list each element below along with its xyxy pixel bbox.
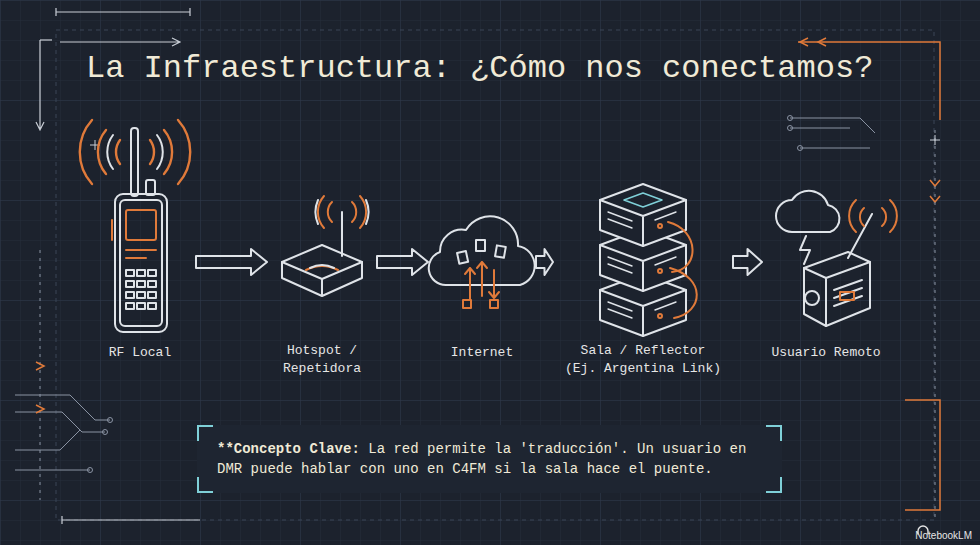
title: La Infraestructura: ¿Cómo nos conectamos… bbox=[86, 50, 873, 87]
key-concept-box: **Concepto Clave: La red permite la 'tra… bbox=[197, 425, 782, 493]
device-node: RF Local bbox=[90, 118, 190, 362]
device-node: Sala / Reflector (Ej. Argentina Link) bbox=[559, 118, 727, 378]
flow-arrow bbox=[196, 249, 267, 275]
flow-arrow bbox=[536, 249, 553, 275]
flow-arrow bbox=[733, 249, 762, 275]
device-label: Hotspot / Repetidora bbox=[276, 342, 368, 378]
corner-brackets bbox=[197, 425, 782, 493]
device-label: RF Local bbox=[109, 344, 171, 362]
device-label: Sala / Reflector (Ej. Argentina Link) bbox=[562, 342, 724, 378]
watermark: NotebookLM bbox=[915, 530, 972, 541]
note-heading: **Concepto Clave: bbox=[217, 441, 360, 457]
device-node: Internet bbox=[434, 118, 530, 362]
flow-arrow bbox=[377, 249, 428, 275]
device-node: Usuario Remoto bbox=[768, 118, 884, 362]
device-label: Usuario Remoto bbox=[771, 344, 880, 362]
bracket-path bbox=[198, 426, 781, 492]
device-node: Hotspot / Repetidora bbox=[273, 118, 371, 378]
device-label: Internet bbox=[451, 344, 513, 362]
